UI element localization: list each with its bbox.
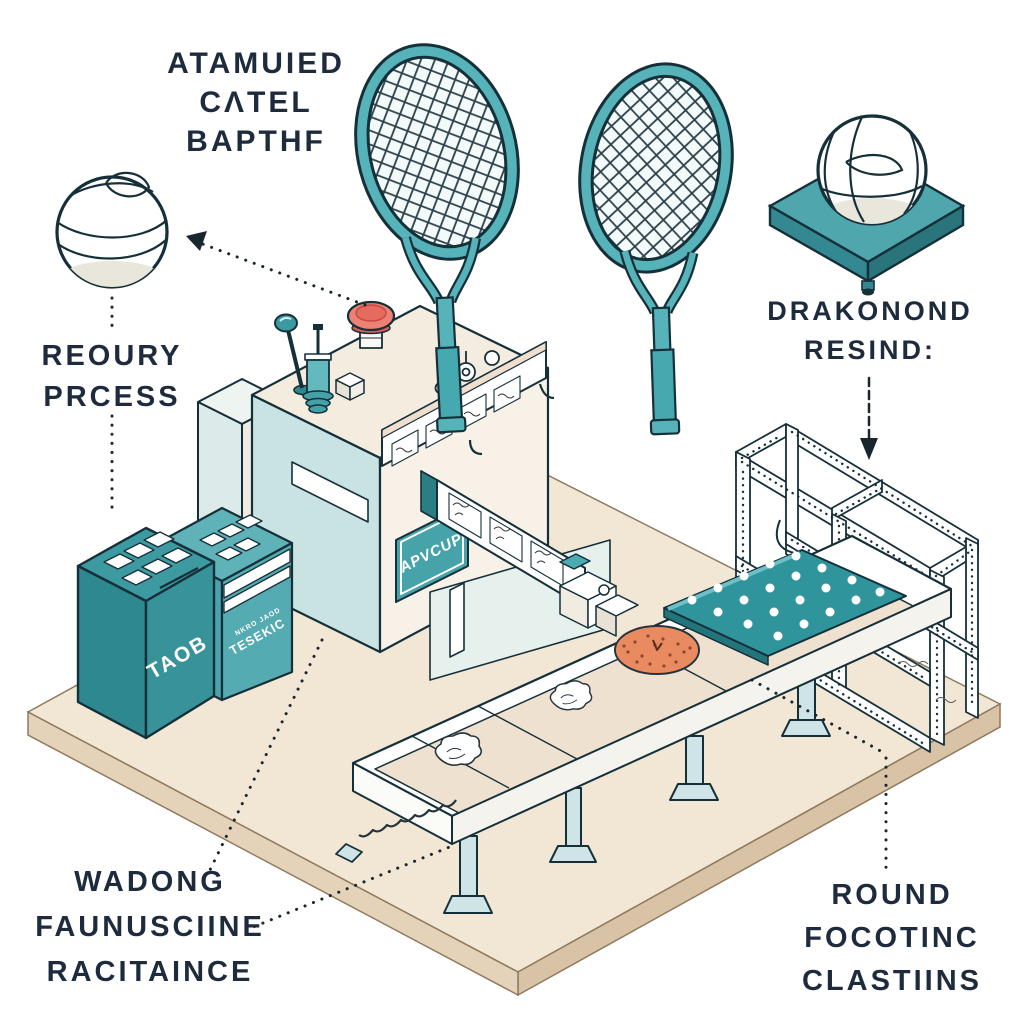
- label-line: REOURY: [41, 340, 183, 372]
- label-line: WADONG: [74, 866, 226, 898]
- arrowhead-rack: [860, 438, 878, 460]
- machine-deck-boxes: [335, 372, 365, 401]
- label-line: CΛTEL: [199, 86, 313, 119]
- label-line: ATAMUIED: [167, 47, 345, 80]
- machine-syringe: [302, 324, 334, 414]
- table-legs: [443, 663, 831, 914]
- tennis-racket-right: [578, 62, 734, 436]
- dotted-line-wadong-a: [206, 638, 324, 876]
- factory-machine: APVCUP: [197, 300, 611, 681]
- crumpled-item: [549, 680, 593, 711]
- arrow-line-to-ball: [198, 241, 367, 307]
- label-line: CLASTIINS: [801, 965, 983, 997]
- control-cabinet-front: TAOB: [76, 526, 216, 740]
- label-line: FAUNUSCIINE: [35, 911, 265, 943]
- machine-display-rail: [420, 470, 586, 609]
- tennis-racket-left: [354, 43, 520, 434]
- label-line: ROUND: [831, 879, 953, 911]
- dotted-line-round: [750, 678, 888, 870]
- machine-red-dome-button: [346, 300, 396, 349]
- label-reoury: REOURY PRCESS: [42, 336, 183, 418]
- label-drakonond: DRAKONOND RESIND:: [767, 292, 973, 370]
- conveyor-mechanism: [559, 553, 639, 637]
- arrowhead-ball: [186, 231, 207, 251]
- orange-disc: [614, 625, 700, 675]
- label-line: RESIND:: [803, 335, 936, 365]
- label-atamuied: ATAMUIED CΛTEL BAPTHF: [167, 44, 345, 161]
- annotation-lines: [110, 231, 888, 932]
- machine-greeble-rail: [381, 341, 555, 467]
- label-line: DRAKONOND: [767, 296, 973, 326]
- chain-anchor: [335, 843, 363, 863]
- volleyball-right: [816, 114, 928, 226]
- label-line: BAPTHF: [186, 125, 326, 158]
- label-line: RACITAINCE: [46, 956, 254, 988]
- table-chain: [358, 799, 457, 838]
- polka-dot-mat: [663, 549, 907, 666]
- crumpled-item: [434, 732, 483, 766]
- label-line: FOCOTINC: [804, 922, 980, 954]
- machine-post: [449, 582, 465, 658]
- dotted-line-wadong-b: [244, 844, 454, 932]
- table-skirt-front: [451, 588, 952, 845]
- label-line: PRCESS: [43, 381, 181, 413]
- label-wadong: WADONG FAUNUSCIINE RACITAINCE: [35, 860, 265, 995]
- cabinet-keys: [103, 531, 193, 586]
- volleyball-left: [55, 171, 169, 289]
- label-round: ROUND FOCOTINC CLASTIINS: [802, 874, 982, 1003]
- conveyor-table: [335, 534, 953, 914]
